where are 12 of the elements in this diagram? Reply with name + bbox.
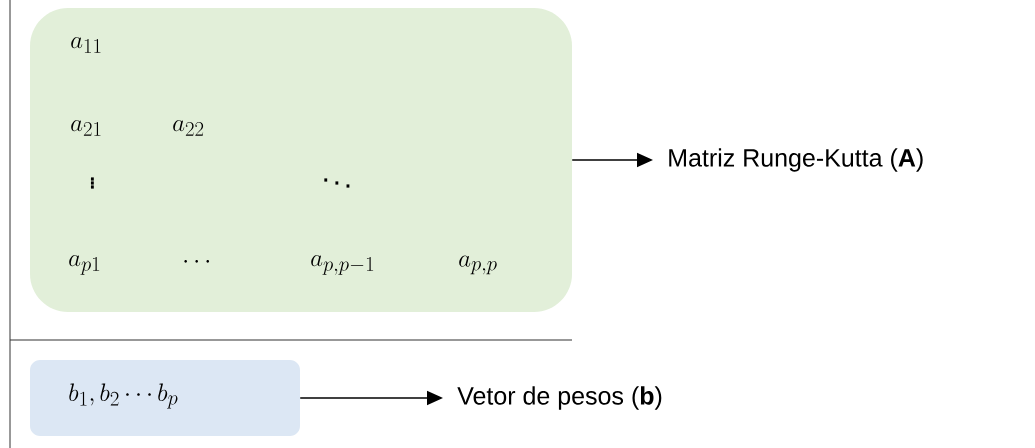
matrix-entry: $\cdots$ — [184, 260, 210, 263]
matrix-entry: $b_1,b_2 \cdots b_p$ — [69, 383, 178, 409]
matrix-entry: $a_{11}$ — [71, 37, 101, 53]
matrix-entry: $a_{p,p-1}$ — [311, 255, 374, 275]
matrix-entry: $a_{p,p}$ — [459, 255, 497, 275]
matrix-entry: $\ddots$ — [324, 178, 350, 188]
text-label: Vetor de pesos (b) — [457, 386, 662, 410]
matrix-entry: $a_{p1}$ — [69, 255, 100, 275]
matrix-entry: $a_{22}$ — [173, 120, 204, 136]
matrix-entry: $a_{21}$ — [71, 120, 101, 136]
text-label: Matriz Runge-Kutta (A) — [669, 148, 923, 172]
matrix-entry: $\vdots$ — [90, 177, 94, 189]
